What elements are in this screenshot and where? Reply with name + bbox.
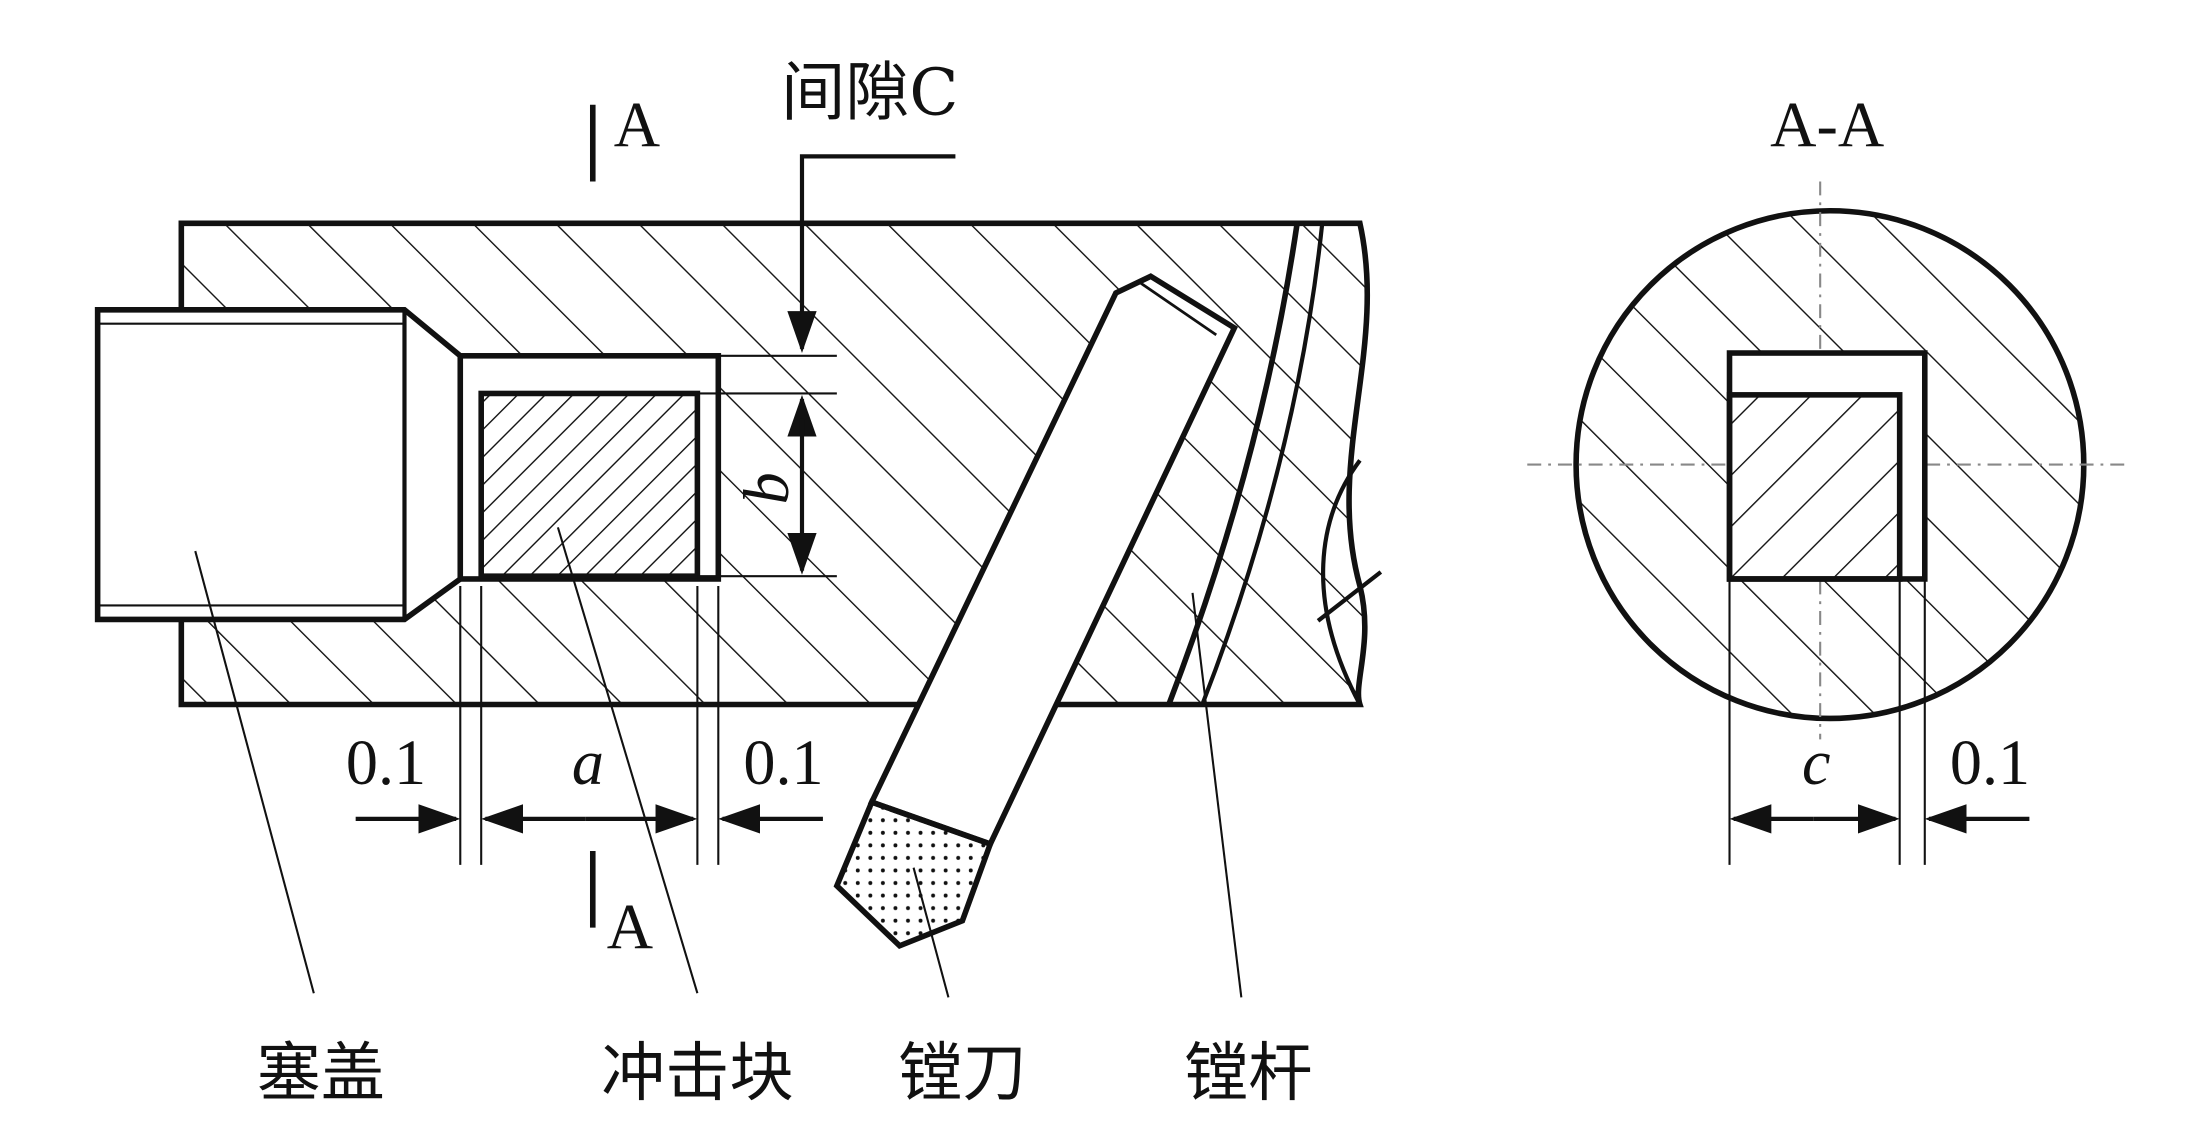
label-boring-bar: 镗杆 [1184, 1036, 1312, 1111]
label-plug: 塞盖 [257, 1036, 385, 1111]
dim-a-label: a [572, 727, 604, 798]
leader-lines [194, 527, 1243, 998]
dim-gap-left-label: 0.1 [346, 727, 426, 798]
dim-gap-section-label: 0.1 [1950, 727, 2030, 798]
dim-gap-right-label: 0.1 [743, 727, 823, 798]
dim-c-label: c [1802, 727, 1830, 798]
gap-c-label: 间隙C [781, 56, 958, 131]
label-impact-block: 冲击块 [601, 1036, 793, 1111]
gap-extension-lines [697, 154, 956, 578]
section-mark-bottom: A [607, 892, 653, 963]
impact-block [478, 390, 701, 579]
dimension-lines [355, 585, 823, 865]
section-mark-top: A [614, 90, 660, 161]
section-title: A-A [1770, 90, 1884, 161]
boring-tool [833, 273, 1238, 950]
plug [94, 306, 464, 623]
dim-b-label: b [731, 472, 802, 504]
section-view [1527, 181, 2128, 865]
label-boring-tool: 镗刀 [898, 1036, 1026, 1111]
